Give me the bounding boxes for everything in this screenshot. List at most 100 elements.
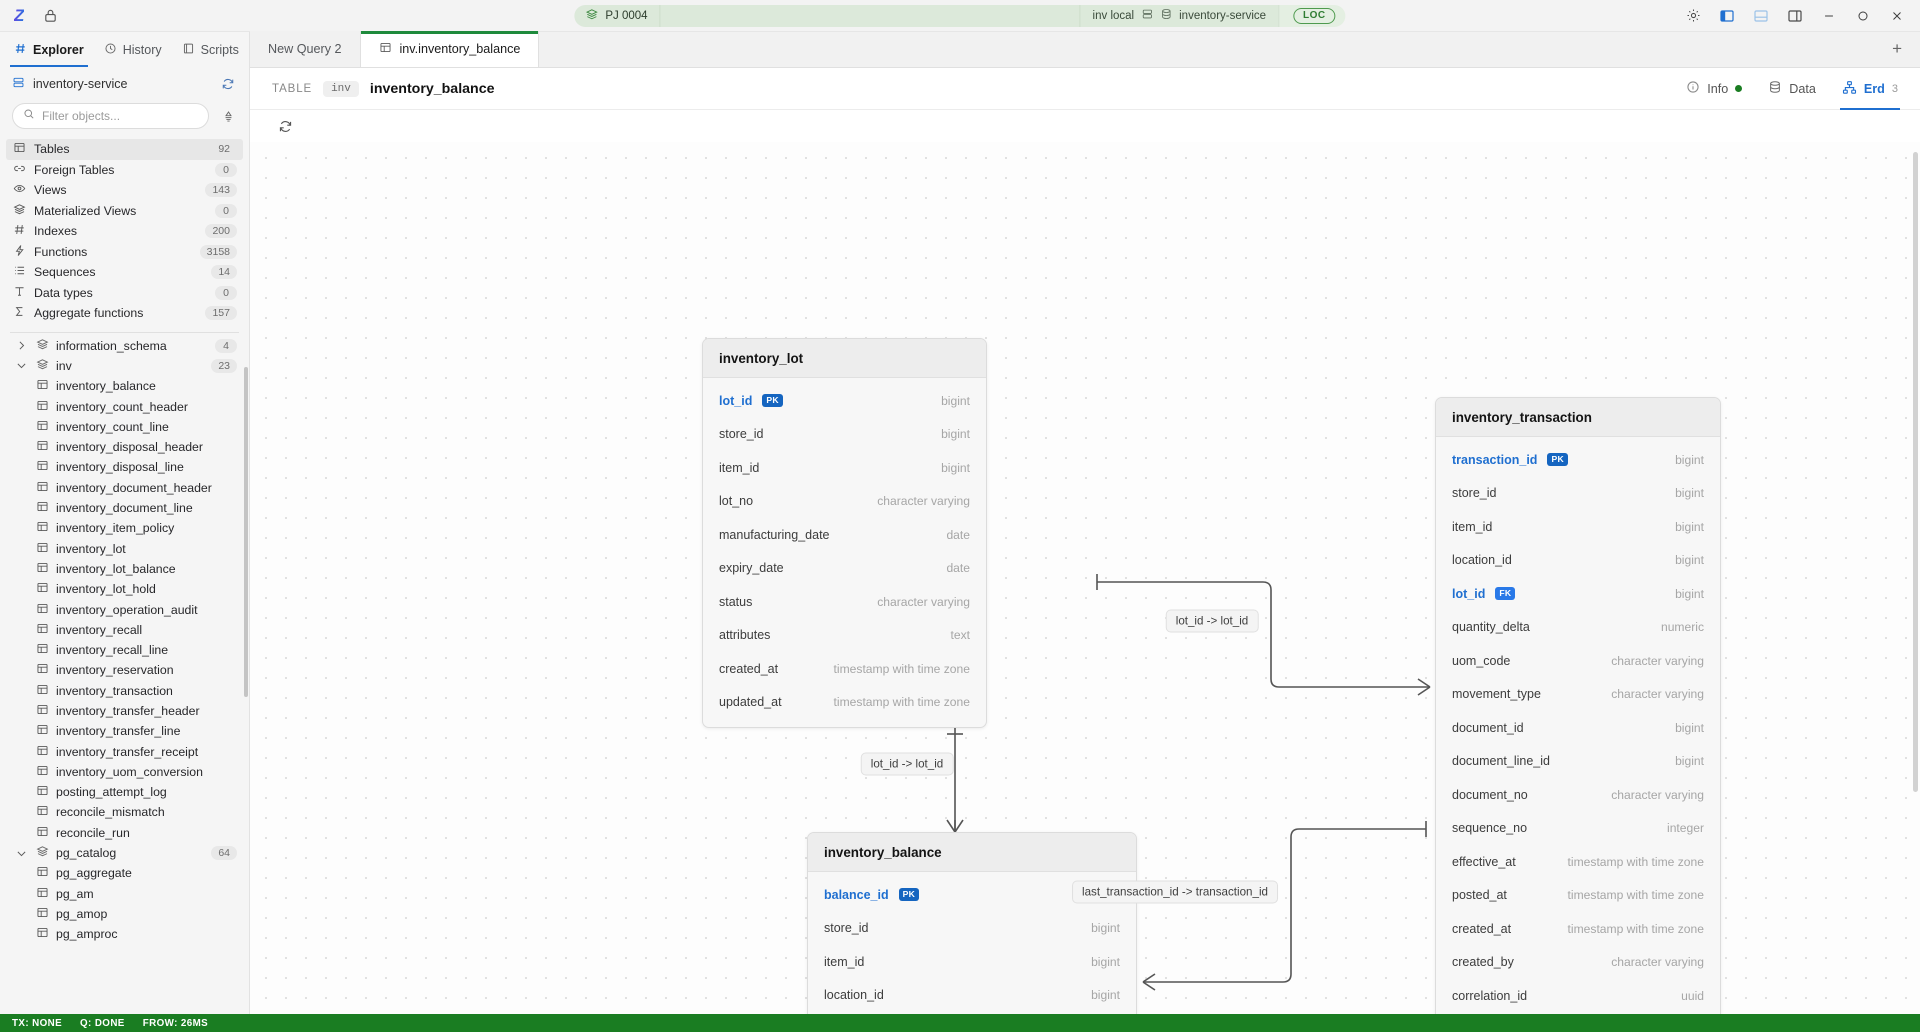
erd-column-movement_type[interactable]: movement_typecharacter varying xyxy=(1436,678,1720,712)
erd-column-document_no[interactable]: document_nocharacter varying xyxy=(1436,778,1720,812)
search-input-wrapper[interactable] xyxy=(12,103,209,129)
chevron-down-icon[interactable] xyxy=(13,847,29,860)
sidebar-scrollbar[interactable] xyxy=(244,367,248,697)
refresh-icon[interactable] xyxy=(217,73,239,95)
table-node-inventory_recall_line[interactable]: inventory_recall_line xyxy=(6,640,243,660)
erd-column-correlation_id[interactable]: correlation_iduuid xyxy=(1436,979,1720,1013)
table-node-reconcile_run[interactable]: reconcile_run xyxy=(6,823,243,843)
table-node-inventory_document_line[interactable]: inventory_document_line xyxy=(6,498,243,518)
table-node-inventory_disposal_line[interactable]: inventory_disposal_line xyxy=(6,457,243,477)
table-node-inventory_count_line[interactable]: inventory_count_line xyxy=(6,417,243,437)
sidebar-category-tables[interactable]: Tables92 xyxy=(6,139,243,160)
chevron-right-icon[interactable] xyxy=(13,339,29,352)
schema-node-pg_catalog[interactable]: pg_catalog64 xyxy=(6,843,243,863)
sidebar-tab-history[interactable]: History xyxy=(96,33,170,67)
schema-node-information_schema[interactable]: information_schema4 xyxy=(6,336,243,356)
table-node-inventory_transfer_receipt[interactable]: inventory_transfer_receipt xyxy=(6,741,243,761)
erd-column-location_id[interactable]: location_idbigint xyxy=(808,979,1136,1013)
erd-relation-label[interactable]: lot_id -> lot_id xyxy=(1166,610,1259,633)
table-node-inventory_operation_audit[interactable]: inventory_operation_audit xyxy=(6,599,243,619)
left-panel-icon[interactable] xyxy=(1712,3,1742,29)
table-node-inventory_reservation[interactable]: inventory_reservation xyxy=(6,660,243,680)
tab-data[interactable]: Data xyxy=(1768,68,1816,110)
erd-relation-label[interactable]: lot_id -> lot_id xyxy=(861,753,954,776)
erd-column-transaction_id[interactable]: transaction_idPKbigint xyxy=(1436,443,1720,477)
table-node-inventory_recall[interactable]: inventory_recall xyxy=(6,620,243,640)
editor-tab-inventory-balance[interactable]: inv.inventory_balance xyxy=(361,31,540,67)
sidebar-scroll-area[interactable]: Tables92Foreign Tables0Views143Materiali… xyxy=(0,137,249,1014)
lock-icon[interactable] xyxy=(40,5,62,27)
table-node-inventory_item_policy[interactable]: inventory_item_policy xyxy=(6,518,243,538)
sidebar-category-indexes[interactable]: Indexes200 xyxy=(6,221,243,242)
erd-column-lot_id[interactable]: lot_idPKbigint xyxy=(703,384,986,418)
bottom-panel-icon[interactable] xyxy=(1746,3,1776,29)
sidebar-category-data-types[interactable]: Data types0 xyxy=(6,283,243,304)
erd-column-created_at[interactable]: created_attimestamp with time zone xyxy=(703,652,986,686)
maximize-button[interactable] xyxy=(1848,3,1878,29)
erd-column-lot_id[interactable]: lot_idFKbigint xyxy=(808,1012,1136,1014)
funnel-icon[interactable] xyxy=(217,105,239,127)
tab-erd[interactable]: Erd 3 xyxy=(1842,68,1898,110)
close-button[interactable] xyxy=(1882,3,1912,29)
schema-node-inv[interactable]: inv23 xyxy=(6,356,243,376)
erd-column-posted_at[interactable]: posted_attimestamp with time zone xyxy=(1436,879,1720,913)
erd-column-attributes[interactable]: attributestext xyxy=(703,619,986,653)
table-node-inventory_transfer_line[interactable]: inventory_transfer_line xyxy=(6,721,243,741)
erd-column-manufacturing_date[interactable]: manufacturing_datedate xyxy=(703,518,986,552)
table-node-inventory_transaction[interactable]: inventory_transaction xyxy=(6,681,243,701)
erd-column-item_id[interactable]: item_idbigint xyxy=(1436,510,1720,544)
erd-column-item_id[interactable]: item_idbigint xyxy=(703,451,986,485)
right-panel-icon[interactable] xyxy=(1780,3,1810,29)
erd-column-uom_code[interactable]: uom_codecharacter varying xyxy=(1436,644,1720,678)
refresh-icon[interactable] xyxy=(274,115,296,137)
sidebar-tab-scripts[interactable]: Scripts xyxy=(174,33,247,67)
erd-column-document_id[interactable]: document_idbigint xyxy=(1436,711,1720,745)
erd-column-lot_no[interactable]: lot_nocharacter varying xyxy=(703,485,986,519)
erd-column-lot_id[interactable]: lot_idFKbigint xyxy=(1436,577,1720,611)
erd-column-store_id[interactable]: store_idbigint xyxy=(808,912,1136,946)
chevron-down-icon[interactable] xyxy=(13,359,29,372)
table-node-inventory_disposal_header[interactable]: inventory_disposal_header xyxy=(6,437,243,457)
erd-relation-label[interactable]: last_transaction_id -> transaction_id xyxy=(1072,881,1278,904)
erd-column-expiry_date[interactable]: expiry_datedate xyxy=(703,552,986,586)
erd-column-effective_at[interactable]: effective_attimestamp with time zone xyxy=(1436,845,1720,879)
sidebar-category-aggregate-functions[interactable]: Aggregate functions157 xyxy=(6,303,243,324)
erd-column-quantity_delta[interactable]: quantity_deltanumeric xyxy=(1436,611,1720,645)
minimize-button[interactable] xyxy=(1814,3,1844,29)
connection-middle[interactable] xyxy=(660,5,1080,27)
erd-column-created_at[interactable]: created_attimestamp with time zone xyxy=(1436,912,1720,946)
table-node-inventory_lot[interactable]: inventory_lot xyxy=(6,538,243,558)
erd-column-sequence_no[interactable]: sequence_nointeger xyxy=(1436,812,1720,846)
table-node-inventory_balance[interactable]: inventory_balance xyxy=(6,376,243,396)
table-node-reconcile_mismatch[interactable]: reconcile_mismatch xyxy=(6,802,243,822)
sidebar-connection-row[interactable]: inventory-service xyxy=(0,68,249,98)
search-input[interactable] xyxy=(42,109,198,123)
erd-entity-inventory_lot[interactable]: inventory_lotlot_idPKbigintstore_idbigin… xyxy=(702,338,987,728)
erd-column-store_id[interactable]: store_idbigint xyxy=(1436,477,1720,511)
erd-column-created_by[interactable]: created_bycharacter varying xyxy=(1436,946,1720,980)
sidebar-tab-explorer[interactable]: Explorer xyxy=(6,33,92,67)
sidebar-category-foreign-tables[interactable]: Foreign Tables0 xyxy=(6,160,243,181)
table-node-inventory_lot_hold[interactable]: inventory_lot_hold xyxy=(6,579,243,599)
add-tab-button[interactable]: + xyxy=(1874,31,1920,67)
table-node-pg_amop[interactable]: pg_amop xyxy=(6,904,243,924)
editor-tab-new-query[interactable]: New Query 2 xyxy=(250,31,361,67)
sidebar-category-sequences[interactable]: Sequences14 xyxy=(6,262,243,283)
connection-badge-wrap[interactable]: LOC xyxy=(1278,5,1346,27)
table-node-inventory_uom_conversion[interactable]: inventory_uom_conversion xyxy=(6,762,243,782)
table-node-posting_attempt_log[interactable]: posting_attempt_log xyxy=(6,782,243,802)
sidebar-category-functions[interactable]: Functions3158 xyxy=(6,242,243,263)
connection-bar[interactable]: PJ 0004 inv local inventory-service xyxy=(574,5,1345,27)
tab-info[interactable]: Info xyxy=(1686,68,1742,110)
erd-column-status[interactable]: statuscharacter varying xyxy=(703,585,986,619)
table-node-pg_amproc[interactable]: pg_amproc xyxy=(6,924,243,944)
erd-column-location_id[interactable]: location_idbigint xyxy=(1436,544,1720,578)
erd-entity-inventory_transaction[interactable]: inventory_transactiontransaction_idPKbig… xyxy=(1435,397,1721,1014)
erd-column-updated_at[interactable]: updated_attimestamp with time zone xyxy=(703,686,986,720)
table-node-inventory_lot_balance[interactable]: inventory_lot_balance xyxy=(6,559,243,579)
erd-column-unit_cost[interactable]: unit_costnumeric xyxy=(1436,1013,1720,1015)
table-node-inventory_count_header[interactable]: inventory_count_header xyxy=(6,396,243,416)
canvas-scrollbar-vertical[interactable] xyxy=(1913,152,1918,792)
gear-icon[interactable] xyxy=(1678,3,1708,29)
table-node-pg_am[interactable]: pg_am xyxy=(6,884,243,904)
